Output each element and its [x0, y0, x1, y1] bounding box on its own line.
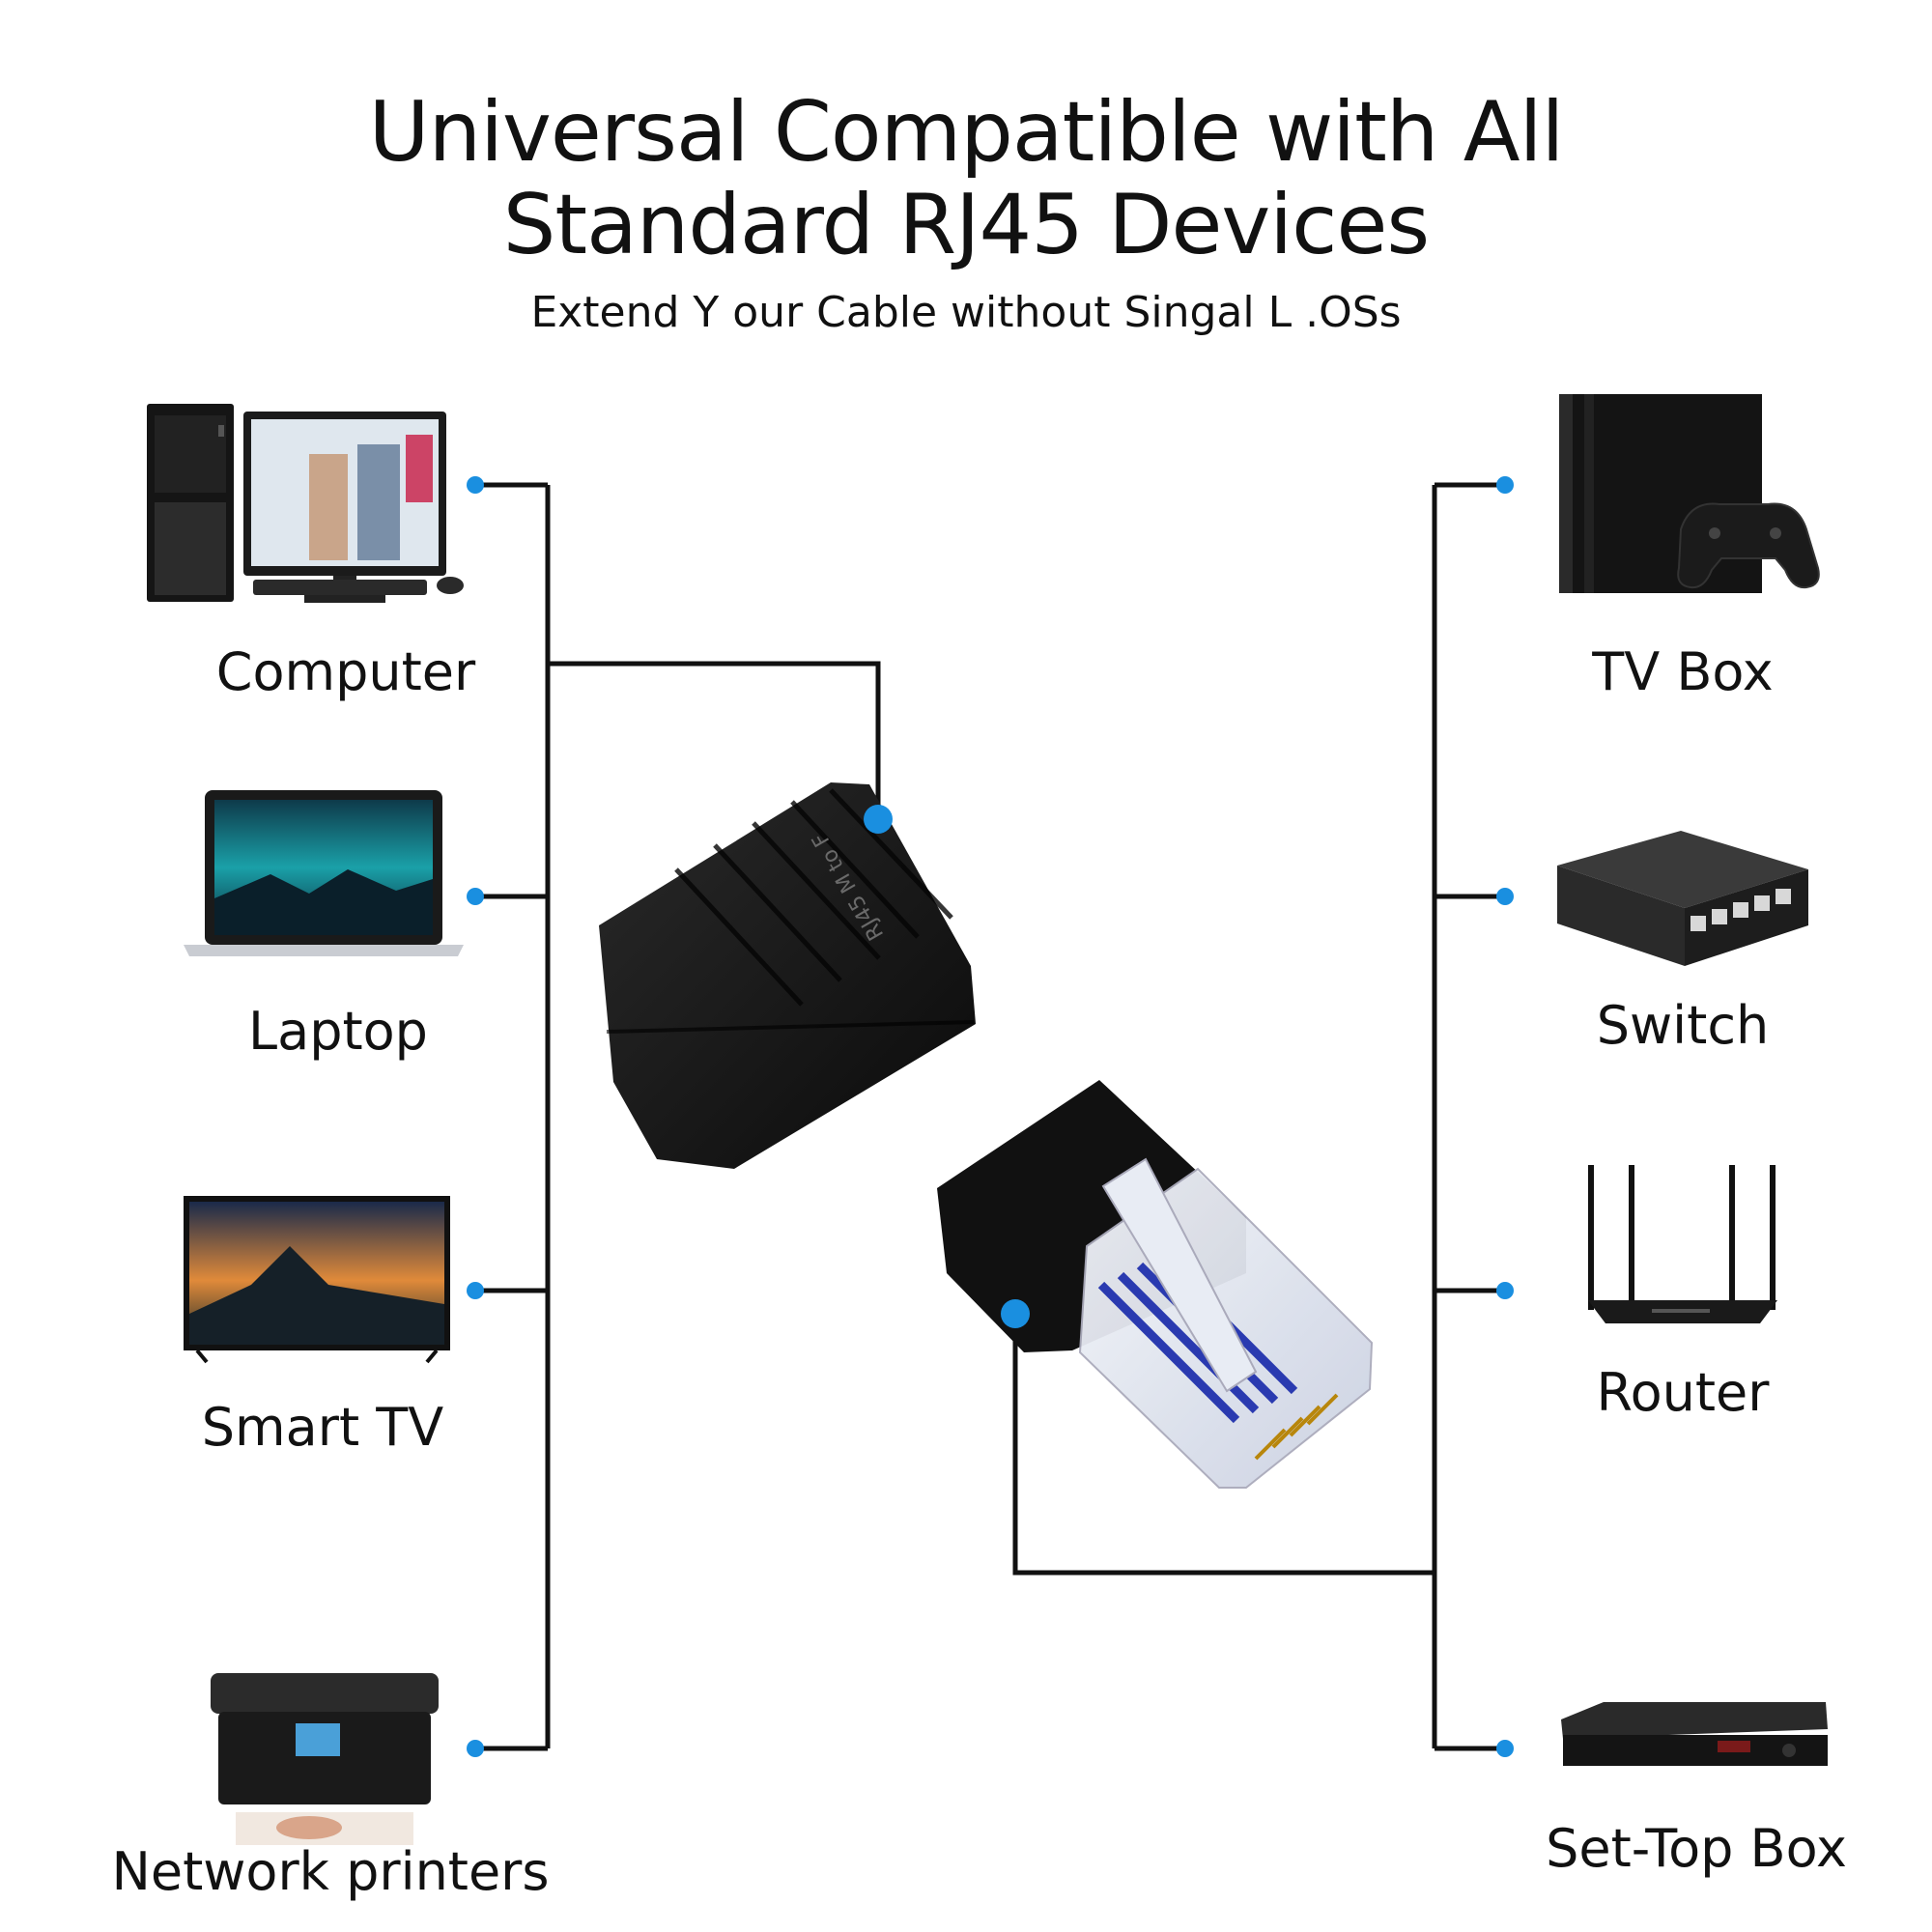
dot-printer: [467, 1740, 484, 1757]
desktop-computer-icon: [147, 404, 464, 603]
dot-smart-tv: [467, 1282, 484, 1299]
network-switch-icon: [1557, 831, 1808, 966]
dot-tv-box: [1496, 476, 1514, 494]
left-to-adapter-line: [548, 661, 881, 819]
rj45-adapter-icon: RJ45 M to F: [599, 782, 1374, 1489]
game-console-icon: [1559, 394, 1820, 593]
set-top-box-icon: [1561, 1702, 1828, 1766]
title-line-2: Standard RJ45 Devices: [502, 177, 1430, 273]
dot-set-top-box: [1496, 1740, 1514, 1757]
dot-adapter-male: [1001, 1299, 1030, 1328]
dot-adapter-female: [864, 805, 893, 834]
right-to-adapter-line: [1012, 1314, 1435, 1576]
label-router: Router: [1596, 1362, 1770, 1423]
label-laptop: Laptop: [248, 1001, 428, 1062]
printer-icon: [211, 1673, 439, 1845]
label-network-printers: Network printers: [111, 1841, 550, 1902]
dot-computer: [467, 476, 484, 494]
dot-switch: [1496, 888, 1514, 905]
smart-tv-icon: [184, 1196, 450, 1364]
label-switch: Switch: [1596, 995, 1770, 1056]
router-icon: [1588, 1165, 1777, 1323]
title-line-1: Universal Compatible with All: [368, 84, 1565, 181]
laptop-icon: [184, 790, 464, 956]
label-tv-box: TV Box: [1592, 641, 1774, 702]
subtitle: Extend Y our Cable without Singal L .OSs: [530, 288, 1402, 337]
label-computer: Computer: [215, 641, 476, 702]
dot-laptop: [467, 888, 484, 905]
dot-router: [1496, 1282, 1514, 1299]
label-smart-tv: Smart TV: [201, 1397, 444, 1458]
endpoint-dots: [467, 476, 1514, 1757]
label-set-top-box: Set-Top Box: [1546, 1818, 1847, 1879]
connection-lines: [475, 482, 1505, 1751]
